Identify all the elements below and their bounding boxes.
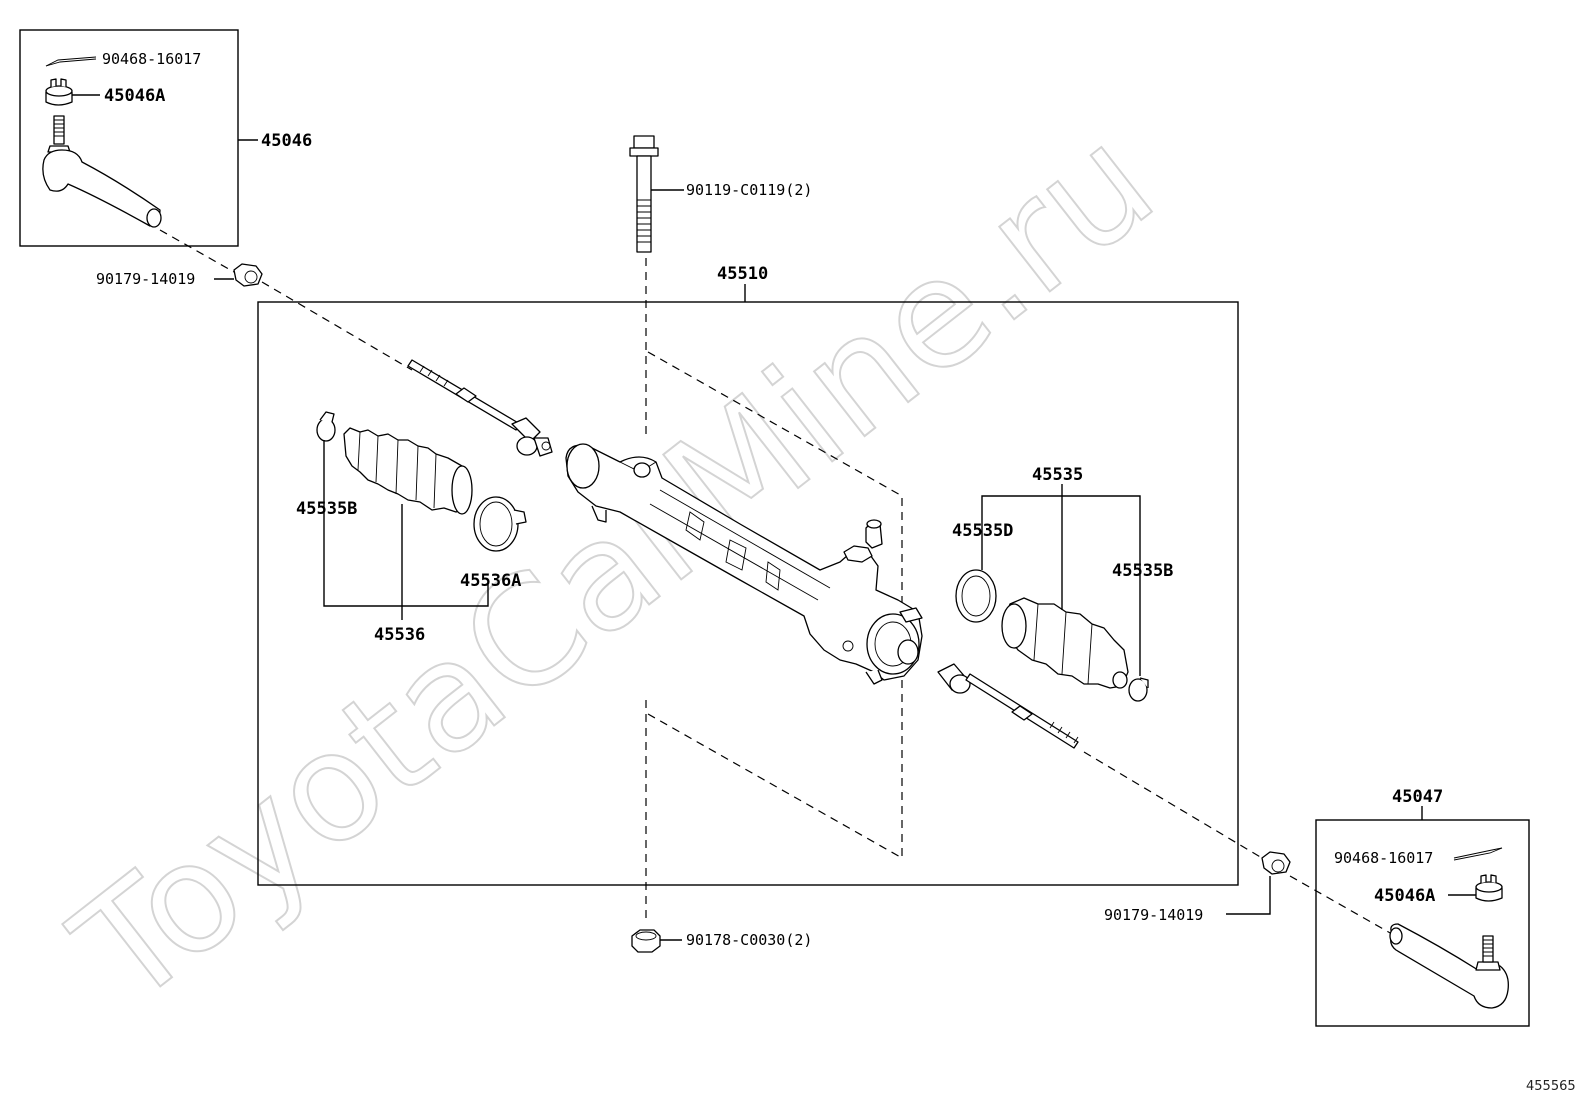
- label-90179-14019-left[interactable]: 90179-14019: [96, 270, 195, 288]
- tie-rod-end-right-icon: [1389, 923, 1509, 1009]
- tie-rod-end-box-left: [19, 29, 239, 247]
- label-45046A-right[interactable]: 45046A: [1374, 886, 1435, 906]
- clamp-large-left-icon: [473, 496, 527, 552]
- label-90179-14019-right[interactable]: 90179-14019: [1104, 906, 1203, 924]
- label-45535D[interactable]: 45535D: [952, 521, 1013, 541]
- mounting-nut-icon: [631, 929, 661, 953]
- cotter-pin-left-icon: [45, 56, 97, 67]
- label-45047[interactable]: 45047: [1392, 787, 1443, 807]
- label-45535B-left[interactable]: 45535B: [296, 499, 357, 519]
- steering-rack-housing-icon: [565, 443, 923, 685]
- dust-boot-left-icon: [343, 427, 473, 515]
- clamp-large-right-icon: [955, 569, 997, 623]
- label-45046[interactable]: 45046: [261, 131, 312, 151]
- label-90468-16017-right[interactable]: 90468-16017: [1334, 849, 1433, 867]
- inner-tie-rod-right-icon: [937, 663, 1079, 749]
- cotter-pin-right-icon: [1453, 847, 1503, 861]
- mounting-bolt-icon: [629, 135, 659, 253]
- lock-nut-left-icon: [233, 263, 263, 287]
- clamp-small-left-icon: [316, 411, 336, 442]
- label-45536A[interactable]: 45536A: [460, 571, 521, 591]
- label-45510[interactable]: 45510: [717, 264, 768, 284]
- label-90178-C0030[interactable]: 90178-C0030(2): [686, 931, 812, 949]
- clamp-small-right-icon: [1128, 677, 1149, 702]
- label-90468-16017-left[interactable]: 90468-16017: [102, 50, 201, 68]
- lock-nut-right-icon: [1261, 851, 1291, 875]
- inner-tie-rod-left-icon: [407, 359, 553, 457]
- castle-nut-left-icon: [45, 78, 73, 106]
- watermark: ToyotaCarMine.ru: [44, 94, 1185, 1038]
- castle-nut-right-icon: [1475, 874, 1503, 902]
- label-45046A-left[interactable]: 45046A: [104, 86, 165, 106]
- assembly-box-45510: [257, 301, 1239, 886]
- dust-boot-right-icon: [1001, 597, 1129, 689]
- tie-rod-end-left-icon: [42, 115, 162, 228]
- label-45536[interactable]: 45536: [374, 625, 425, 645]
- diagram-code: 455565: [1526, 1079, 1576, 1094]
- label-45535B-right[interactable]: 45535B: [1112, 561, 1173, 581]
- label-90119-C0119[interactable]: 90119-C0119(2): [686, 181, 812, 199]
- label-45535[interactable]: 45535: [1032, 465, 1083, 485]
